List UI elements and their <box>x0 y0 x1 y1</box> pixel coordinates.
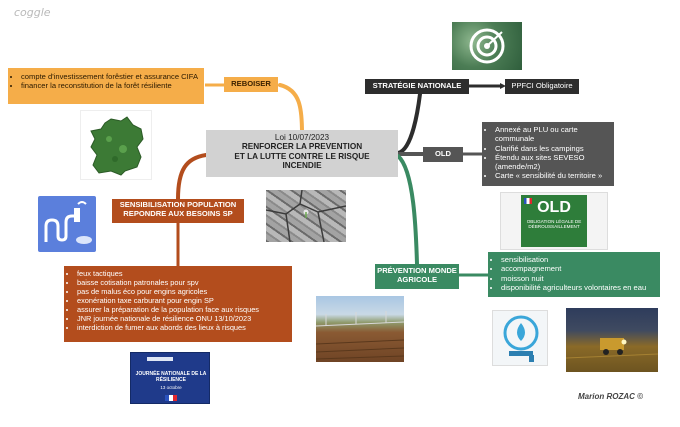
list-item: baisse cotisation patronales pour spv <box>77 278 289 287</box>
reboiser-node[interactable]: REBOISER <box>224 77 278 92</box>
old-poster: OLD OBLIGATION LÉGALE DE DÉBROUSSAILLEME… <box>521 195 587 247</box>
branch-reboiser <box>278 83 304 135</box>
list-item: interdiction de fumer aux abords des lie… <box>77 323 289 332</box>
night-harvest-image <box>566 308 658 372</box>
list-item: compte d'investissement forêstier et ass… <box>21 72 201 81</box>
journee-poster-date: 13 octobre <box>160 385 182 390</box>
list-item: financer la reconstitution de la forêt r… <box>21 81 201 90</box>
france-map-icon <box>90 116 144 176</box>
list-item: moisson nuit <box>501 274 657 283</box>
author-credit: Marion ROZAC © <box>578 392 644 401</box>
ppfci-node[interactable]: PPFCI Obligatoire <box>505 79 579 94</box>
prevention-agricole-node[interactable]: PRÉVENTION MONDE AGRICOLE <box>375 264 459 289</box>
list-item: Annexé au PLU ou carte communale <box>495 125 611 144</box>
central-node-title-2: ET LA LUTTE CONTRE LE RISQUE <box>234 151 370 161</box>
branch-prevention <box>396 154 419 266</box>
water-tap-icon <box>503 315 539 362</box>
list-item: pas de malus éco pour engins agricoles <box>77 287 289 296</box>
list-item: sensibilisation <box>501 255 657 264</box>
prevention-details[interactable]: sensibilisation accompagnement moisson n… <box>488 252 660 297</box>
central-node-title-1: RENFORCER LA PREVENTION <box>241 142 363 152</box>
target-image <box>452 22 522 70</box>
list-item: Étendu aux sites SEVESO (amende/m2) <box>495 153 611 172</box>
agricultural-field-image <box>316 296 404 362</box>
central-node-law: Loi 10/07/2023 <box>274 133 330 142</box>
sensibilisation-details[interactable]: feux tactiques baisse cotisation patrona… <box>64 266 292 342</box>
irrigation-icon <box>316 311 404 360</box>
france-forest-map-image <box>80 110 152 180</box>
list-item: assurer la préparation de la population … <box>77 305 289 314</box>
journee-resilience-poster: JOURNÉE NATIONALE DE LA RÉSILIENCE 13 oc… <box>130 352 210 404</box>
list-item: accompagnement <box>501 264 657 273</box>
central-node-title-3: INCENDIE <box>282 161 322 171</box>
app-logo: coggle <box>14 6 51 19</box>
list-item: Carte « sensibilité du territoire » <box>495 171 611 180</box>
hydrant-icon <box>44 201 92 244</box>
list-item: feux tactiques <box>77 269 289 278</box>
list-item: disponibilité agriculteurs volontaires e… <box>501 283 657 292</box>
branch-strategie <box>396 92 422 155</box>
french-flag-icon <box>524 198 532 204</box>
water-tap-image <box>492 310 548 366</box>
poster-tag <box>147 357 173 361</box>
cracked-soil-image <box>266 190 346 242</box>
cracked-soil-icon <box>266 190 346 242</box>
target-icon <box>469 28 505 64</box>
french-flag-icon <box>165 395 177 401</box>
list-item: exonération taxe carburant pour engin SP <box>77 296 289 305</box>
journee-poster-title: JOURNÉE NATIONALE DE LA RÉSILIENCE <box>135 371 207 383</box>
old-poster-image: OLD OBLIGATION LÉGALE DE DÉBROUSSAILLEME… <box>500 192 608 250</box>
old-poster-subtitle: OBLIGATION LÉGALE DE DÉBROUSSAILLEMENT <box>526 219 582 230</box>
branch-sensibilisation <box>176 153 208 201</box>
list-item: JNR journée nationale de résilience ONU … <box>77 314 289 323</box>
sensibilisation-node[interactable]: SENSIBILISATION POPULATION REPONDRE AUX … <box>112 199 244 223</box>
fire-hydrant-illustration <box>38 196 96 252</box>
old-poster-title: OLD <box>537 199 571 216</box>
list-item: Clarifié dans les campings <box>495 144 611 153</box>
combine-harvester-icon <box>566 338 658 359</box>
reboiser-details[interactable]: compte d'investissement forêstier et ass… <box>8 68 204 104</box>
old-details[interactable]: Annexé au PLU ou carte communale Clarifi… <box>482 122 614 186</box>
strategie-nationale-node[interactable]: STRATÉGIE NATIONALE <box>365 79 469 94</box>
central-node[interactable]: Loi 10/07/2023 RENFORCER LA PREVENTION E… <box>206 130 398 177</box>
old-node[interactable]: OLD <box>423 147 463 162</box>
